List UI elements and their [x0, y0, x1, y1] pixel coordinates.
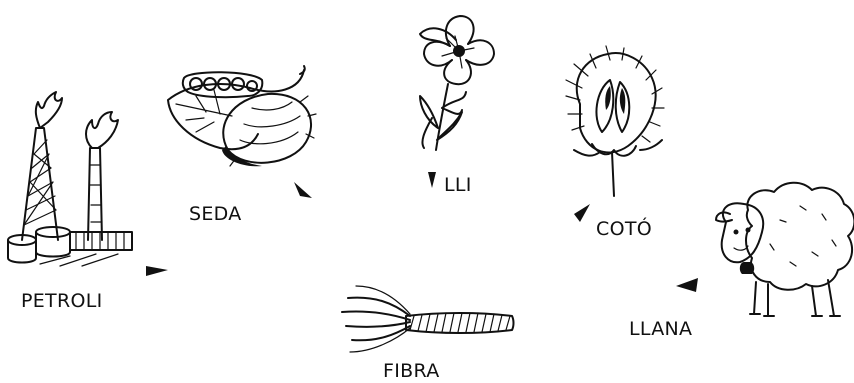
label-petroli: PETROLI	[21, 290, 103, 312]
label-fibra: FIBRA	[383, 360, 440, 382]
sheep-icon	[676, 183, 854, 316]
cotton-boll-icon	[566, 46, 664, 222]
silkworm-cocoon-icon	[168, 66, 316, 166]
flax-flower-icon	[420, 16, 494, 188]
label-seda: SEDA	[189, 203, 242, 225]
label-coto: COTÓ	[596, 218, 652, 240]
oil-refinery-icon	[8, 92, 132, 266]
label-llana: LLANA	[629, 318, 692, 340]
label-lli: LLI	[444, 174, 472, 196]
